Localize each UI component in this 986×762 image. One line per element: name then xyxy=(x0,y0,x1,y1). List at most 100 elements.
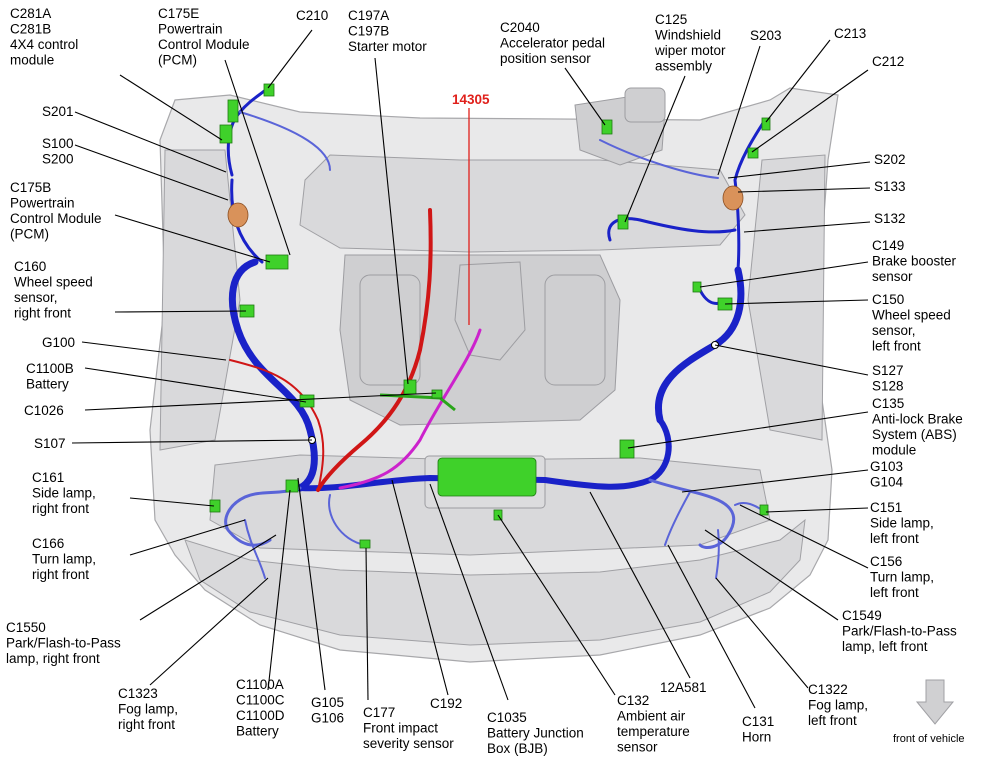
harness-cowl xyxy=(239,111,331,171)
label-line: C131 xyxy=(742,714,774,729)
label-line: wiper motor xyxy=(654,43,726,58)
label-line: S132 xyxy=(874,211,906,226)
label-line: left front xyxy=(870,531,919,546)
label-line: Control Module xyxy=(158,37,250,52)
label-line: Side lamp, xyxy=(870,516,934,531)
label-line: Front impact xyxy=(363,721,438,736)
harness-magenta xyxy=(338,328,482,490)
leader-s132 xyxy=(743,221,871,233)
label-line: C156 xyxy=(870,554,902,569)
leader-s127 xyxy=(714,344,869,376)
leader-s203 xyxy=(717,45,761,176)
leader-g105 xyxy=(297,477,326,691)
leader-c175e xyxy=(224,59,291,256)
label-c1026: C1026 xyxy=(24,403,64,418)
intake-manifold xyxy=(454,261,526,361)
leader-c1323 xyxy=(149,577,269,686)
leader-c1100a xyxy=(267,489,291,691)
label-c212: C212 xyxy=(872,54,904,69)
label-line: C175B xyxy=(10,180,51,195)
connector-c151 xyxy=(759,504,769,516)
label-line: Wheel speed xyxy=(872,308,951,323)
leader-c125 xyxy=(624,75,686,223)
leader-c160 xyxy=(114,310,247,313)
label-line: System (ABS) xyxy=(872,427,957,442)
label-line: sensor xyxy=(617,740,658,755)
label-line: C132 xyxy=(617,693,649,708)
label-line: C1323 xyxy=(118,686,158,701)
callout-14305: 14305 xyxy=(452,92,490,107)
label-line: C197B xyxy=(348,24,389,39)
label-line: left front xyxy=(872,339,921,354)
label-line: Turn lamp, xyxy=(32,552,96,567)
label-line: Control Module xyxy=(10,211,102,226)
fender-right-side xyxy=(159,149,241,451)
label-line: lamp, right front xyxy=(6,651,100,666)
label-line: left front xyxy=(870,585,919,600)
label-line: (PCM) xyxy=(158,53,197,68)
splice-s133 xyxy=(722,185,744,211)
label-line: right front xyxy=(14,306,71,321)
label-line: C1100A xyxy=(236,677,284,692)
label-s202: S202 xyxy=(874,152,906,167)
harness-left-horn xyxy=(664,491,691,546)
leader-s201 xyxy=(74,111,227,173)
label-line: C1549 xyxy=(842,608,882,623)
leader-c151 xyxy=(765,507,869,513)
label-line: Turn lamp, xyxy=(870,570,934,585)
harness-impact-sensor xyxy=(328,494,366,546)
leader-c175b xyxy=(114,214,271,263)
harness-left-fog xyxy=(715,529,720,579)
bjb-connector xyxy=(437,457,537,497)
fender-left-side xyxy=(747,154,826,441)
label-line: C175E xyxy=(158,6,199,21)
label-line: C1322 xyxy=(808,682,848,697)
connector-c149 xyxy=(692,281,702,293)
front-of-vehicle-label: front of vehicle xyxy=(893,733,965,745)
leader-c1549 xyxy=(704,529,839,621)
label-line: C149 xyxy=(872,238,904,253)
vehicle-engine-bay xyxy=(149,87,839,663)
label-s203: S203 xyxy=(750,28,782,43)
label-line: S133 xyxy=(874,179,906,194)
leader-c156 xyxy=(739,504,869,569)
harness-right-lamps xyxy=(224,486,302,547)
label-line: Fog lamp, xyxy=(118,702,178,717)
label-line: lamp, left front xyxy=(842,639,928,654)
label-line: S128 xyxy=(872,379,904,394)
label-line: C281A xyxy=(10,6,51,21)
connector-c2040 xyxy=(601,119,613,135)
leader-c177 xyxy=(365,547,369,701)
label-line: S127 xyxy=(872,363,904,378)
leader-c161 xyxy=(129,497,215,507)
label-line: S107 xyxy=(34,436,66,451)
label-line: Box (BJB) xyxy=(487,741,548,756)
leader-c132 xyxy=(497,514,616,696)
leader-c281 xyxy=(119,74,223,141)
label-s133: S133 xyxy=(874,179,906,194)
leader-s100 xyxy=(74,144,229,201)
label-line: position sensor xyxy=(500,51,591,66)
leader-s202 xyxy=(727,161,871,179)
label-line: C160 xyxy=(14,259,46,274)
label-line: right front xyxy=(32,501,89,516)
label-line: C150 xyxy=(872,292,904,307)
label-line: S202 xyxy=(874,152,906,167)
